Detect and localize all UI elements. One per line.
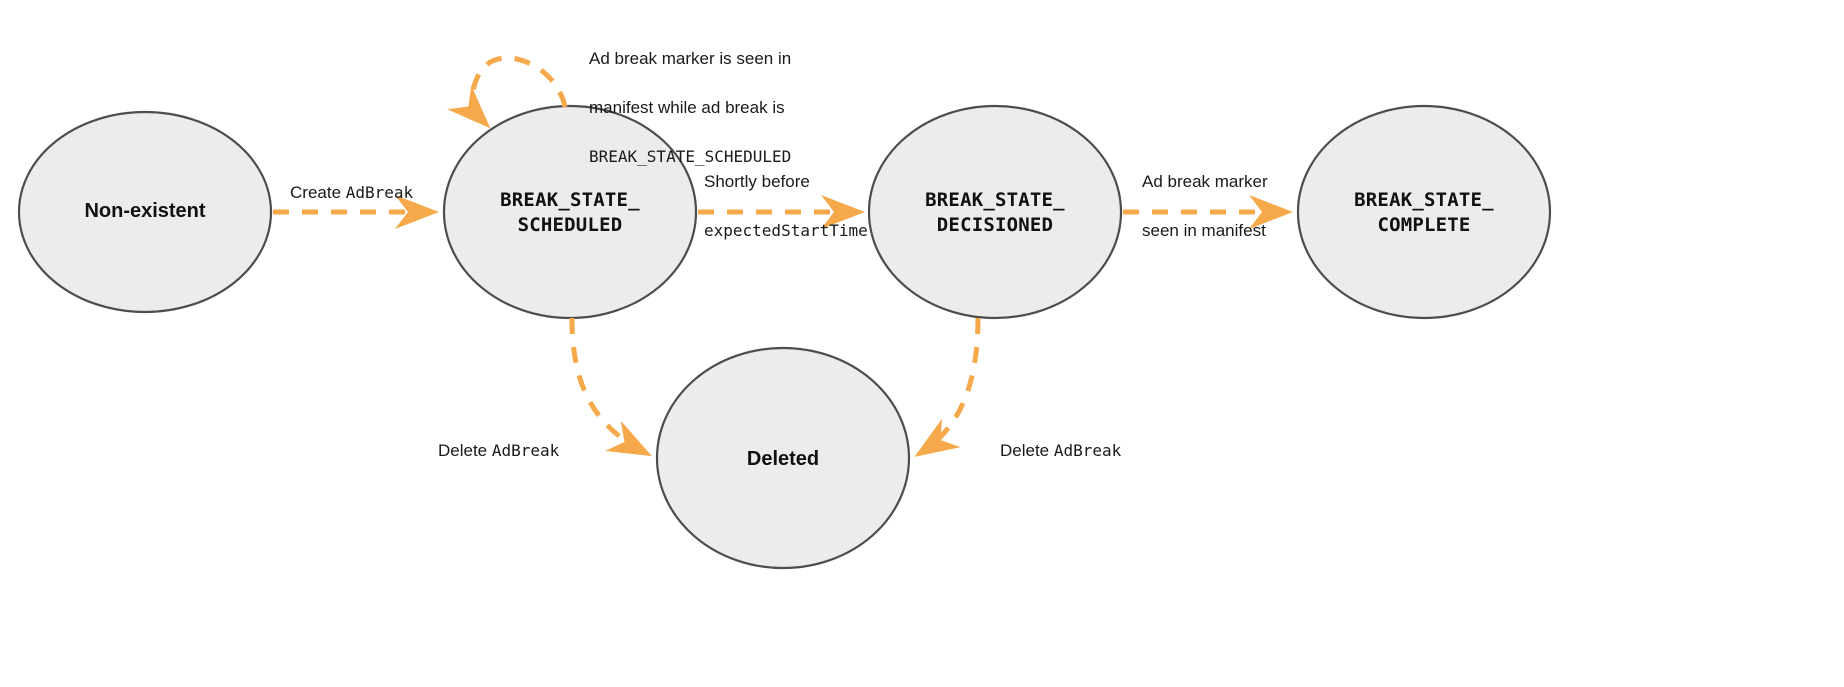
edge-scheduled-self-loop	[447, 55, 568, 129]
node-break-state-decisioned	[867, 104, 1123, 320]
node-break-state-scheduled	[442, 104, 698, 320]
edge-delete-adbreak-from-scheduled	[569, 317, 652, 457]
edge-delete-adbreak-from-decisioned	[914, 317, 981, 457]
node-break-state-complete	[1296, 104, 1552, 320]
node-non-existent	[17, 110, 273, 314]
node-deleted	[655, 346, 911, 570]
